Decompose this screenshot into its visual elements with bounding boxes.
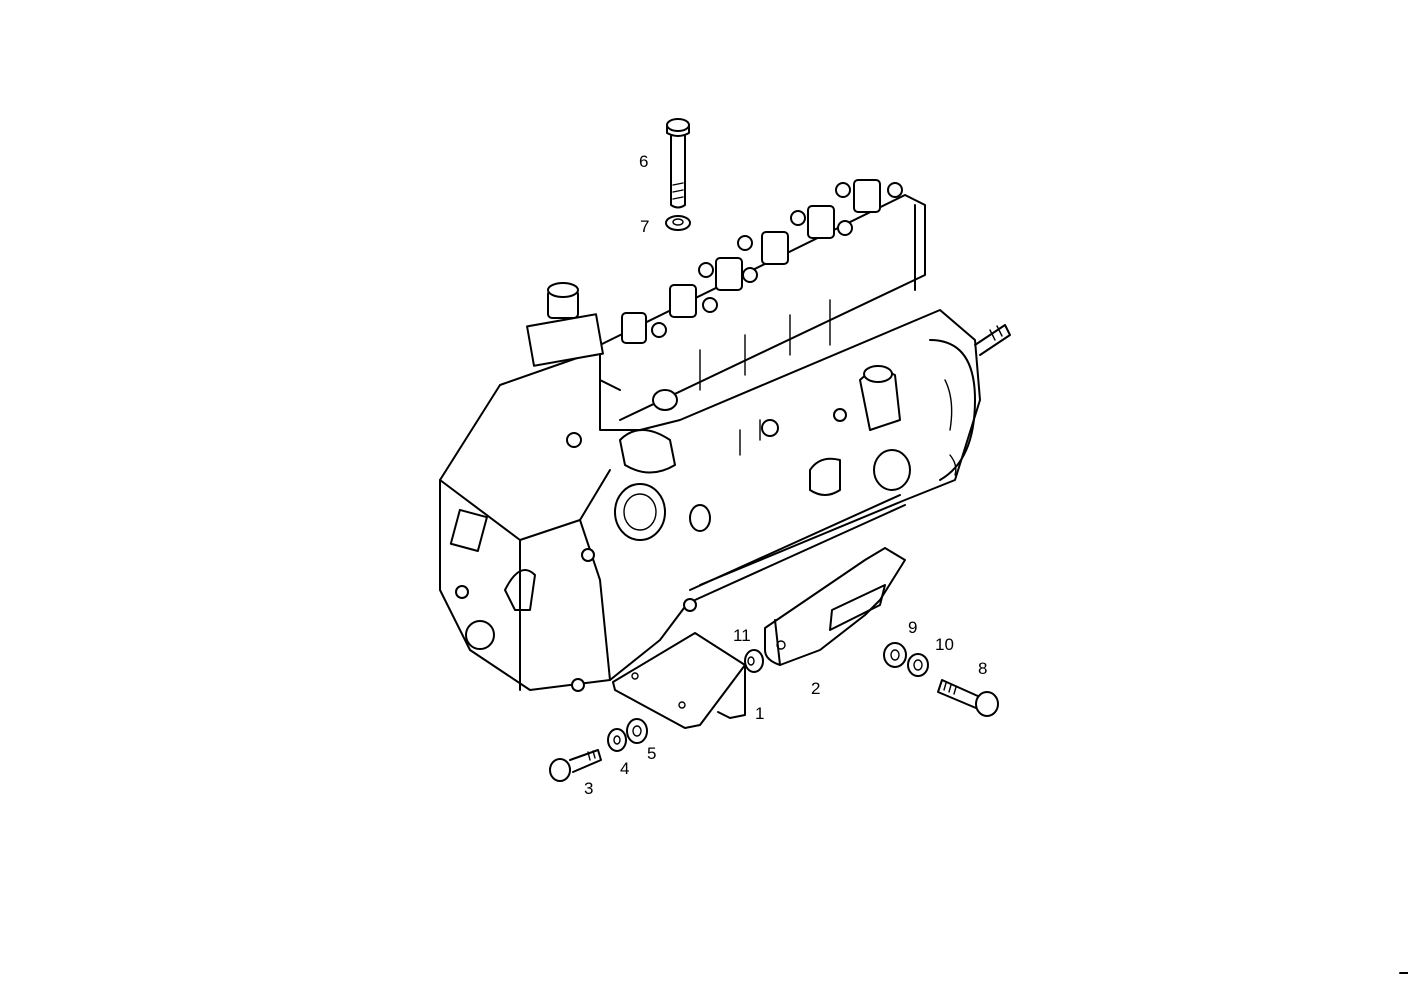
washer-7-icon	[665, 215, 691, 231]
callout-1: 1	[755, 704, 765, 723]
washer-9-icon	[883, 642, 907, 668]
callout-9: 9	[908, 618, 918, 637]
washer-4-icon	[607, 728, 627, 752]
callout-2: 2	[811, 679, 821, 698]
callout-4: 4	[620, 759, 630, 778]
callout-7: 7	[640, 217, 650, 236]
callout-10: 10	[935, 635, 954, 654]
bolt-8-icon	[937, 679, 999, 717]
bolt-6-icon	[666, 118, 690, 209]
bolt-3-icon	[549, 749, 602, 782]
callout-6: 6	[639, 152, 649, 171]
callout-8: 8	[978, 659, 988, 678]
bracket-1-icon	[612, 632, 746, 729]
callout-3: 3	[584, 779, 594, 798]
injection-pump-body-icon	[439, 179, 1011, 692]
callout-5: 5	[647, 744, 657, 763]
support-block-2-icon	[764, 547, 906, 666]
callout-11: 11	[733, 626, 751, 645]
washer-5-icon	[626, 718, 648, 744]
washer-10-icon	[907, 653, 929, 677]
spacer-11-icon	[744, 649, 764, 673]
